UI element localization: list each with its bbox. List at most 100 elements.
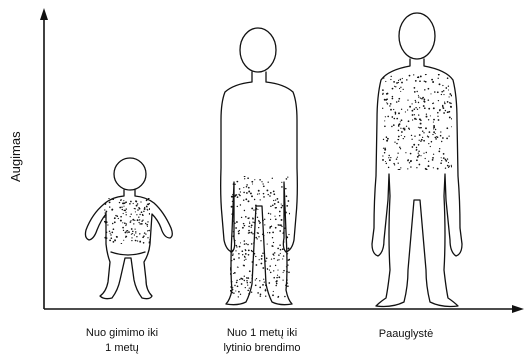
stipple-dot: [231, 213, 233, 215]
stipple-dot: [264, 281, 265, 282]
stipple-dot: [433, 119, 435, 121]
stipple-dot: [147, 209, 148, 210]
stipple-dot: [277, 275, 278, 276]
stipple-dot: [428, 88, 430, 90]
stipple-dot: [399, 146, 401, 148]
stipple-dot: [234, 285, 235, 286]
stipple-dot: [245, 250, 246, 251]
stipple-dot: [441, 91, 443, 93]
stipple-dot: [438, 151, 440, 153]
stipple-dot: [282, 248, 284, 250]
stipple-dot: [246, 184, 248, 186]
stipple-dot: [273, 270, 274, 271]
stipple-dot: [260, 240, 261, 241]
stipple-dot: [139, 208, 141, 210]
stipple-dot: [413, 144, 415, 146]
stipple-dot: [123, 206, 124, 207]
stipple-dot: [122, 209, 123, 210]
stipple-dot: [139, 219, 140, 220]
stipple-dot: [451, 95, 453, 97]
stipple-dot: [448, 86, 449, 87]
stipple-dot: [106, 211, 108, 213]
stipple-dot: [261, 255, 263, 257]
stipple-dot: [125, 212, 126, 213]
stipple-dot: [433, 102, 434, 103]
stipple-dot: [266, 258, 268, 260]
stipple-dot: [273, 242, 274, 243]
stipple-dot: [251, 207, 253, 209]
stipple-dot: [122, 227, 124, 229]
stipple-dot: [232, 289, 233, 290]
stipple-dot: [437, 112, 439, 114]
stipple-dot: [243, 199, 244, 200]
stipple-dot: [443, 153, 445, 155]
stipple-dot: [400, 167, 401, 168]
infant-stipple: [103, 197, 151, 244]
stipple-dot: [275, 227, 277, 229]
stipple-dot: [433, 154, 434, 155]
stipple-dot: [408, 128, 410, 130]
stipple-dot: [129, 203, 131, 205]
stipple-dot: [233, 235, 235, 237]
stipple-dot: [440, 162, 442, 164]
stipple-dot: [397, 153, 398, 154]
stipple-dot: [269, 195, 271, 197]
stipple-dot: [259, 179, 261, 181]
stipple-dot: [123, 240, 124, 241]
stipple-dot: [386, 93, 388, 95]
stipple-dot: [126, 214, 127, 215]
stipple-dot: [282, 279, 283, 280]
stipple-dot: [385, 116, 386, 117]
stipple-dot: [418, 96, 419, 97]
stipple-dot: [244, 257, 245, 258]
stipple-dot: [394, 141, 395, 142]
stipple-dot: [132, 231, 134, 233]
stipple-dot: [139, 241, 141, 243]
stipple-dot: [277, 270, 278, 271]
stipple-dot: [135, 232, 136, 233]
stage-caption-child-line1: Nuo 1 metų iki: [206, 326, 318, 341]
stipple-dot: [240, 204, 241, 205]
stipple-dot: [451, 165, 452, 166]
stipple-dot: [286, 205, 288, 207]
stipple-dot: [445, 87, 447, 89]
stipple-dot: [245, 259, 246, 260]
stipple-dot: [420, 140, 422, 142]
stipple-dot: [137, 240, 138, 241]
stipple-dot: [271, 226, 272, 227]
stipple-dot: [393, 118, 395, 120]
stipple-dot: [144, 207, 145, 208]
stipple-dot: [233, 258, 235, 260]
stipple-dot: [255, 237, 257, 239]
stipple-dot: [288, 200, 290, 202]
stipple-dot: [258, 190, 260, 192]
stipple-dot: [411, 135, 412, 136]
stipple-dot: [236, 280, 238, 282]
stipple-dot: [272, 253, 274, 255]
stipple-dot: [144, 208, 146, 210]
stipple-dot: [428, 161, 429, 162]
stipple-dot: [257, 292, 259, 294]
stipple-dot: [430, 146, 431, 147]
stipple-dot: [429, 131, 431, 133]
stipple-dot: [233, 231, 234, 232]
stipple-dot: [412, 119, 413, 120]
stipple-dot: [246, 192, 248, 194]
stipple-dot: [401, 109, 402, 110]
stipple-dot: [239, 279, 240, 280]
stipple-dot: [270, 192, 272, 194]
stipple-dot: [398, 130, 400, 132]
stipple-dot: [263, 235, 264, 236]
stipple-dot: [135, 231, 136, 232]
stipple-dot: [114, 221, 116, 223]
stipple-dot: [271, 245, 273, 247]
stipple-dot: [118, 218, 119, 219]
stipple-dot: [148, 204, 150, 206]
stipple-dot: [231, 260, 232, 261]
stipple-dot: [399, 88, 400, 89]
stipple-dot: [412, 114, 414, 116]
stipple-dot: [439, 109, 440, 110]
stipple-dot: [425, 158, 426, 159]
stipple-dot: [279, 211, 281, 213]
stipple-dot: [280, 224, 282, 226]
